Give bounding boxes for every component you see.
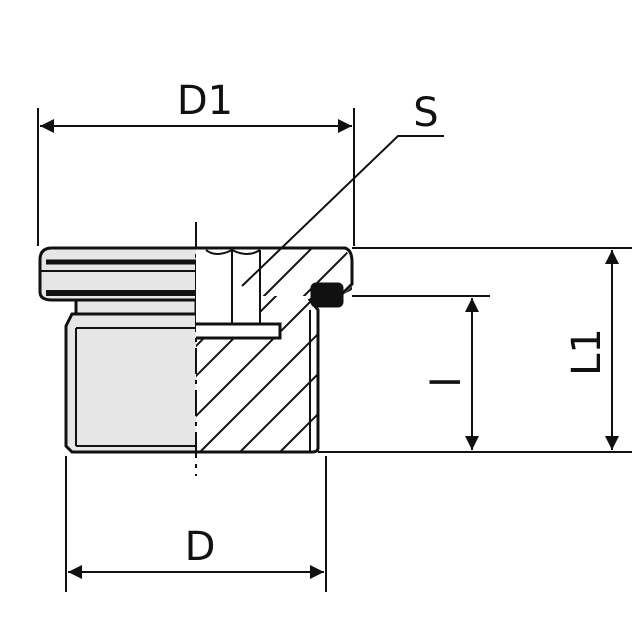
dim-label-l1: L1 <box>564 328 610 376</box>
dim-label-l: l <box>424 376 470 387</box>
socket-bottom <box>196 322 282 340</box>
neck <box>74 298 198 316</box>
shank-outline <box>64 312 196 454</box>
dim-label-d1: D1 <box>177 78 233 124</box>
dim-label-d: D <box>185 524 216 570</box>
section-view-half <box>196 246 354 454</box>
s-leader-line <box>241 135 444 287</box>
dim-label-s: S <box>413 90 438 136</box>
dimension-lines <box>40 119 619 579</box>
outside-view-half <box>38 246 198 454</box>
hex-socket <box>196 250 260 324</box>
sealing-ring <box>310 282 344 308</box>
